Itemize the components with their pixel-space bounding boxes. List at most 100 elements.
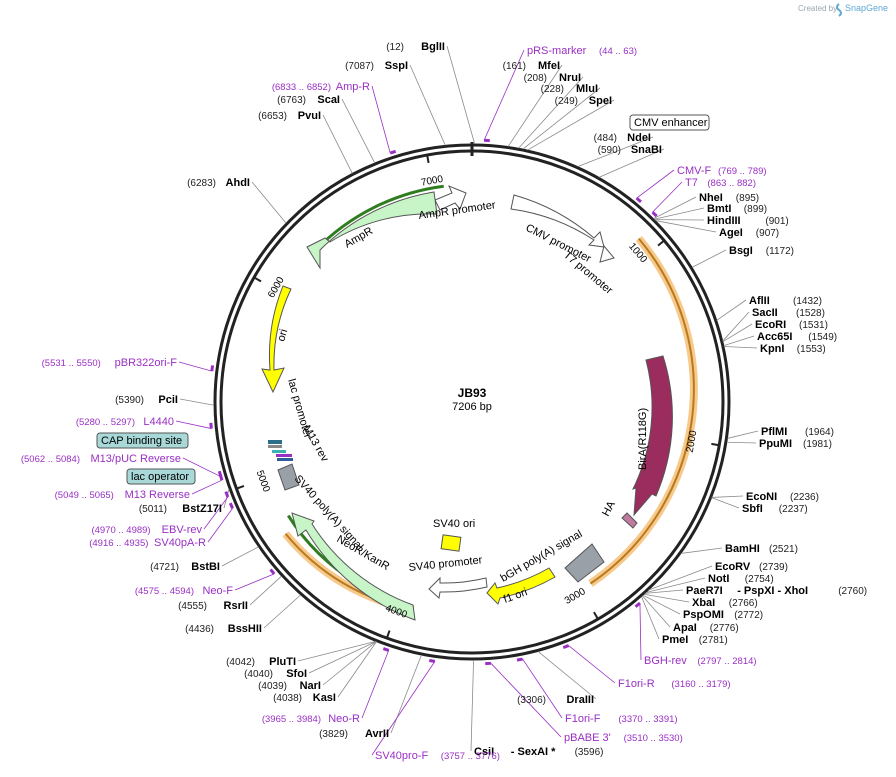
primer-mark [271,570,275,574]
enzyme-name: NotI [708,573,729,585]
enzyme-name: EcoRV [715,561,751,573]
feature-label-sv40-ori: SV40 ori [433,518,475,530]
enzyme-site-sacii[interactable]: SacII(1528) [752,307,825,319]
enzyme-site-mlui[interactable]: MluI(228) [541,83,598,95]
enzyme-site-bamhi[interactable]: BamHI(2521) [725,543,798,555]
enzyme-site-ecori[interactable]: EcoRI(1531) [755,319,828,331]
enzyme-leader-line [644,594,689,602]
enzyme-name: PaeR7I [686,585,723,597]
primer-m13-reverse[interactable]: M13 Reverse(5049 .. 5065) [55,489,190,501]
primer-range: (4970 .. 4989) [91,525,150,536]
enzyme-name: SspI [385,60,408,72]
enzyme-site-ahdi[interactable]: AhdI(6283) [187,177,250,189]
enzyme-leader-line [724,347,757,348]
enzyme-site-econi[interactable]: EcoNI(2236) [746,491,819,503]
enzyme-site-ndei[interactable]: NdeI(484) [594,132,651,144]
enzyme-site-pcii[interactable]: PciI(5390) [115,394,178,406]
primer-m13-puc-reverse[interactable]: M13/pUC Reverse(5062 .. 5084) [21,453,181,465]
enzyme-position: (1172) [766,246,794,257]
enzyme-leader-line [727,431,758,438]
enzyme-position: (895) [736,193,759,204]
enzyme-site-bsshii[interactable]: BssHII(4436) [185,623,262,635]
snapgene-branding: Created by SnapGene [798,3,888,16]
enzyme-site-sspi[interactable]: SspI(7087) [345,60,408,72]
primer-f1ori-f[interactable]: F1ori-F(3370 .. 3391) [565,713,678,725]
enzyme-site-sfoi[interactable]: SfoI(4040) [244,668,307,680]
enzyme-site-bsgi[interactable]: BsgI(1172) [729,245,794,257]
primer-cmv-f[interactable]: CMV-F(769 .. 789) [677,165,767,177]
plasmid-name: JB93 [458,386,487,400]
primer-amp-r[interactable]: Amp-R(6833 .. 6852) [272,81,370,93]
primer-name: CMV-F [677,165,712,177]
enzyme-site-pluti[interactable]: PluTI(4042) [226,656,296,668]
enzyme-site-bstbi[interactable]: BstBI(4721) [150,561,220,573]
lac-operator-label: lac operator [131,471,189,483]
enzyme-site-nari[interactable]: NarI(4039) [258,680,321,692]
cap-binding-site-label: CAP binding site [101,435,182,447]
enzyme-site-scai[interactable]: ScaI(6763) [277,94,340,106]
enzyme-leader-line [180,399,214,405]
enzyme-site-agei[interactable]: AgeI(907) [719,227,779,239]
enzyme-site-aflii[interactable]: AflII(1432) [749,295,822,307]
primer-f1ori-r[interactable]: F1ori-R(3160 .. 3179) [618,678,731,690]
enzyme-site-bglii[interactable]: BglII(12) [386,41,445,53]
enzyme-site-rsrii[interactable]: RsrII(4555) [178,600,248,612]
primer-neo-r[interactable]: Neo-R(3965 .. 3984) [262,713,360,725]
enzyme-site-avrii[interactable]: AvrII(3829) [319,728,389,740]
enzyme-site-apai[interactable]: ApaI(2776) [673,622,739,634]
enzyme-site-noti[interactable]: NotI(2754) [708,573,774,585]
enzyme-name: XbaI [692,597,715,609]
primer-mark [636,603,640,607]
enzyme-name: PspOMI [683,609,724,621]
primer-mark [517,659,523,660]
primer-name: T7 [685,177,698,189]
primer-l4440[interactable]: L4440(5280 .. 5297) [76,416,174,428]
feature-label-bira: BirA(R118G) [637,408,649,470]
primer-mark [653,212,657,216]
enzyme-site-acc65i[interactable]: Acc65I(1549) [757,331,837,343]
enzyme-site-pvui[interactable]: PvuI(6653) [258,110,321,122]
enzyme-position: (249) [555,96,578,107]
enzyme-site-ppumi[interactable]: PpuMI(1981) [759,438,832,450]
primer-sv40pa-r[interactable]: SV40pA-R(4916 .. 4935) [89,537,206,549]
primer-t7[interactable]: T7(863 .. 882) [685,177,756,189]
enzyme-site-nrui[interactable]: NruI(208) [524,72,581,84]
primer-neo-f[interactable]: Neo-F(4575 .. 4594) [135,585,233,597]
enzyme-position: (6283) [187,178,216,189]
enzyme-name: PpuMI [759,438,792,450]
enzyme-position: (208) [524,73,547,84]
enzyme-site-kasi[interactable]: KasI(4038) [273,692,336,704]
primer-pbabe-3[interactable]: pBABE 3'(3510 .. 3530) [564,732,683,744]
enzyme-leader-line [323,115,352,173]
primer-sv40pro-f[interactable]: SV40pro-F(3757 .. 3776) [375,750,500,762]
enzyme-leader-line [391,655,421,733]
enzyme-site-draiii[interactable]: DraIII(3306) [517,694,594,706]
enzyme-site-hindiii[interactable]: HindIII(901) [707,215,789,227]
enzyme-position: (228) [541,84,564,95]
primer-range: (5531 .. 5550) [42,358,101,369]
scale-tick-3000 [594,612,598,619]
enzyme-site-pmei[interactable]: PmeI(2781) [662,634,728,646]
enzyme-site-sbfi[interactable]: SbfI(2237) [742,503,808,515]
enzyme-name: EcoRI [755,319,786,331]
enzyme-site-kpni[interactable]: KpnI(1553) [760,343,826,355]
scale-tick-2000 [711,444,719,445]
plasmid-center-label: JB93 7206 bp [452,386,492,413]
primer-range: (4916 .. 4935) [89,538,148,549]
primer-ebv-rev[interactable]: EBV-rev(4970 .. 4989) [91,524,202,536]
primer-name: pBABE 3' [564,732,611,744]
primer-pbr322ori-f[interactable]: pBR322ori-F(5531 .. 5550) [42,357,178,369]
plasmid-size: 7206 bp [452,401,492,413]
enzyme-site-ecorv[interactable]: EcoRV(2739) [715,561,788,573]
enzyme-leader-line [252,182,286,223]
enzyme-position: (6653) [258,111,287,122]
primer-bgh-rev[interactable]: BGH-rev(2797 .. 2814) [644,655,757,667]
enzyme-site-pflmi[interactable]: PflMI(1964) [761,426,834,438]
enzyme-site-pspomi[interactable]: PspOMI(2772) [683,609,763,621]
enzyme-site-xbai[interactable]: XbaI(2766) [692,597,758,609]
enzyme-site-bstz17i[interactable]: BstZ17I(5011) [139,503,222,515]
primer-prs-marker[interactable]: pRS-marker(44 .. 63) [527,45,637,57]
enzyme-site-paer7i[interactable]: PaeR7I- PspXI - XhoI(2760) [686,585,867,597]
enzyme-site-mfei[interactable]: MfeI(161) [503,60,560,72]
enzyme-site-bmti[interactable]: BmtI(899) [707,203,767,215]
